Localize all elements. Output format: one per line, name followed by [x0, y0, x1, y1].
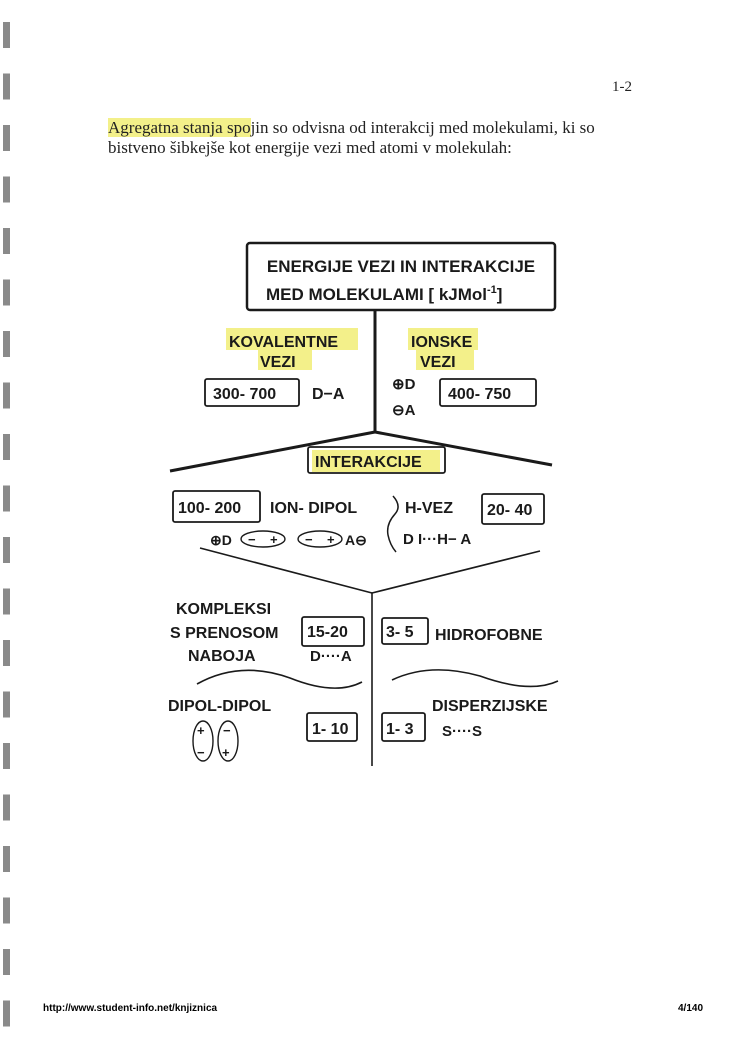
- binding-hole: [3, 434, 10, 460]
- title-box: [245, 241, 557, 312]
- binding-hole: [3, 125, 10, 151]
- interactions-label: INTERAKCIJE: [315, 454, 422, 471]
- dipole-minus: −: [248, 532, 256, 547]
- h-bond-formula: D I···H− A: [403, 531, 471, 548]
- dispersion-range-box: [381, 712, 426, 742]
- dipole-plus: +: [327, 532, 335, 547]
- charge-transfer-label2: S PRENOSOM: [170, 625, 278, 642]
- intro-paragraph: Agregatna stanja spojin so odvisna od in…: [108, 118, 640, 158]
- h-bond-label: H-VEZ: [405, 500, 453, 517]
- dipole-dipole-label: DIPOL-DIPOL: [168, 698, 271, 715]
- h-bond-range: 20- 40: [487, 502, 532, 519]
- charge-transfer-range-box: [301, 616, 365, 647]
- binding-hole: [3, 640, 10, 666]
- binding-hole: [3, 228, 10, 254]
- highlight-interactions: [312, 450, 440, 472]
- ionic-range: 400- 750: [448, 386, 511, 403]
- dipole-minus: −: [197, 745, 205, 760]
- title-line2: MED MOLEKULAMI [ kJMol-1]: [266, 284, 502, 304]
- ionic-donor: ⊕D: [392, 376, 416, 393]
- footer-page: 4/140: [678, 1003, 704, 1014]
- ion-dipole-label: ION- DIPOL: [270, 500, 357, 517]
- hydrophobic-range: 3- 5: [386, 624, 414, 641]
- dipole-plus: +: [197, 723, 205, 738]
- covalent-formula: D−A: [312, 386, 345, 403]
- dispersion-range: 1- 3: [386, 721, 414, 738]
- covalent-label: KOVALENTNE: [229, 334, 338, 351]
- branch-left: [169, 430, 376, 473]
- ionic-label: IONSKE: [411, 334, 473, 351]
- split-left: [199, 547, 373, 594]
- dispersion-label: DISPERZIJSKE: [432, 698, 548, 715]
- ion-dipole-donor: ⊕D: [210, 532, 232, 548]
- ion-dipole-acceptor: A⊖: [345, 532, 367, 548]
- dipole-dipole-range: 1- 10: [312, 721, 349, 738]
- ion-dipole-range-box: [172, 490, 261, 523]
- binding-hole: [3, 331, 10, 357]
- covalent-label2: VEZI: [260, 354, 296, 371]
- covalent-range-box: [204, 378, 300, 407]
- ionic-label2: VEZI: [420, 354, 456, 371]
- dipole-plus: +: [222, 745, 230, 760]
- binding-hole: [3, 279, 10, 306]
- binding-hole: [3, 382, 10, 409]
- binding-hole: [3, 537, 10, 563]
- charge-transfer-label3: NABOJA: [188, 648, 256, 665]
- highlight-ionic: [408, 328, 478, 350]
- dipole-ellipse: [192, 720, 214, 762]
- covalent-range: 300- 700: [213, 386, 276, 403]
- charge-transfer-formula: D····A: [310, 648, 352, 665]
- curve-left: [196, 669, 363, 689]
- binding-hole: [3, 794, 10, 821]
- binding-hole: [3, 485, 10, 512]
- title-line1: ENERGIJE VEZI IN INTERAKCIJE: [267, 257, 535, 276]
- binding-hole: [3, 743, 10, 769]
- intro-text: jin so odvisna od interakcij med molekul…: [250, 118, 595, 137]
- binding-hole: [3, 897, 10, 924]
- charge-transfer-label1: KOMPLEKSI: [176, 601, 271, 618]
- highlight-ionic-vezi: [416, 350, 474, 370]
- dipole-dipole-range-box: [306, 712, 358, 742]
- dipole-minus: −: [223, 723, 231, 738]
- dipole-plus: +: [270, 532, 278, 547]
- binding-hole: [3, 73, 10, 100]
- highlight-covalent-vezi: [258, 350, 312, 370]
- highlight-covalent: [226, 328, 358, 350]
- binding-hole: [3, 846, 10, 872]
- h-bond-range-box: [481, 493, 545, 525]
- dipole-minus: −: [305, 532, 313, 547]
- intro-text-line2: bistveno šibkejše kot energije vezi med …: [108, 138, 512, 157]
- curve-right: [391, 669, 559, 688]
- binding-hole: [3, 949, 10, 975]
- ion-dipole-range: 100- 200: [178, 500, 241, 517]
- footer-url: http://www.student-info.net/knjiznica: [43, 1003, 218, 1014]
- ionic-acceptor: ⊖A: [392, 402, 416, 419]
- binding-hole: [3, 176, 10, 203]
- interactions-box: [307, 446, 446, 474]
- binding-hole: [3, 22, 10, 48]
- ionic-range-box: [439, 378, 537, 407]
- split-right: [371, 550, 541, 594]
- page-number: 1-2: [612, 79, 632, 95]
- binding-hole: [3, 588, 10, 615]
- separator-curve: [386, 495, 399, 553]
- dispersion-formula: S····S: [442, 723, 482, 740]
- branch-right: [374, 430, 553, 467]
- highlighted-text: Agregatna stanja spo: [108, 118, 251, 137]
- charge-transfer-range: 15-20: [307, 624, 348, 641]
- dipole-ellipse: [240, 530, 286, 548]
- binding-hole: [3, 691, 10, 718]
- binding-hole: [3, 1000, 10, 1027]
- dipole-ellipse: [217, 720, 239, 762]
- binding-holes: [3, 22, 10, 1027]
- hydrophobic-range-box: [381, 617, 429, 645]
- dipole-ellipse: [297, 530, 343, 548]
- hydrophobic-label: HIDROFOBNE: [435, 627, 543, 644]
